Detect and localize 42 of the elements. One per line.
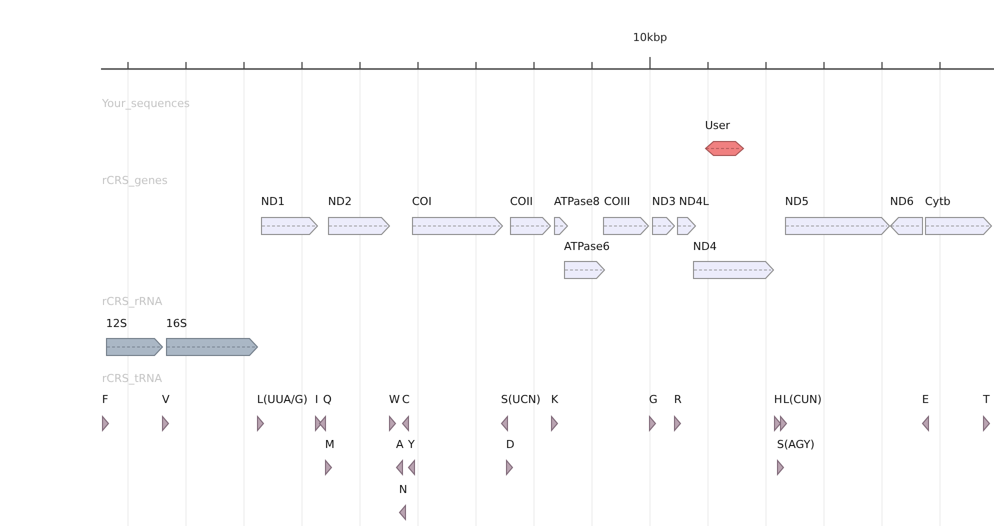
feature-label: 12S	[106, 317, 127, 331]
track-label: rCRS_genes	[102, 174, 168, 188]
feature-label: ND2	[328, 195, 352, 209]
feature-label: W	[389, 393, 400, 407]
feature-label: Y	[408, 438, 415, 452]
feature-label: ND5	[785, 195, 809, 209]
feature-label: L(CUN)	[783, 393, 822, 407]
feature-label: ATPase6	[564, 240, 610, 254]
feature-label: Q	[323, 393, 332, 407]
feature-label: Cytb	[925, 195, 950, 209]
feature-label: ND1	[261, 195, 285, 209]
feature-label: G	[649, 393, 658, 407]
feature-label: D	[506, 438, 514, 452]
track-label: rCRS_rRNA	[102, 295, 162, 309]
feature-label: N	[399, 483, 408, 497]
track-label: rCRS_tRNA	[102, 372, 162, 386]
feature-label: K	[551, 393, 558, 407]
feature-label: COII	[510, 195, 533, 209]
feature-label: C	[402, 393, 410, 407]
feature-label: COI	[412, 195, 432, 209]
feature-label: L(UUA/G)	[257, 393, 308, 407]
feature-label: ND4	[693, 240, 717, 254]
feature-label: R	[674, 393, 682, 407]
feature-label: T	[983, 393, 990, 407]
feature-label: I	[315, 393, 318, 407]
feature-label: 16S	[166, 317, 187, 331]
feature-label: F	[102, 393, 108, 407]
feature-label: ND3	[652, 195, 676, 209]
feature-label: S(AGY)	[777, 438, 815, 452]
feature-label: User	[705, 119, 730, 133]
feature-label: ATPase8	[554, 195, 600, 209]
scale-label: 10kbp	[632, 31, 668, 45]
feature-label: COIII	[604, 195, 630, 209]
feature-label: H	[774, 393, 782, 407]
feature-label: E	[922, 393, 929, 407]
feature-label: V	[162, 393, 170, 407]
feature-label: S(UCN)	[501, 393, 541, 407]
feature-label: ND6	[890, 195, 914, 209]
feature-label: A	[396, 438, 404, 452]
feature-label: ND4L	[679, 195, 709, 209]
feature-label: M	[325, 438, 334, 452]
track-label: Your_sequences	[102, 97, 190, 111]
